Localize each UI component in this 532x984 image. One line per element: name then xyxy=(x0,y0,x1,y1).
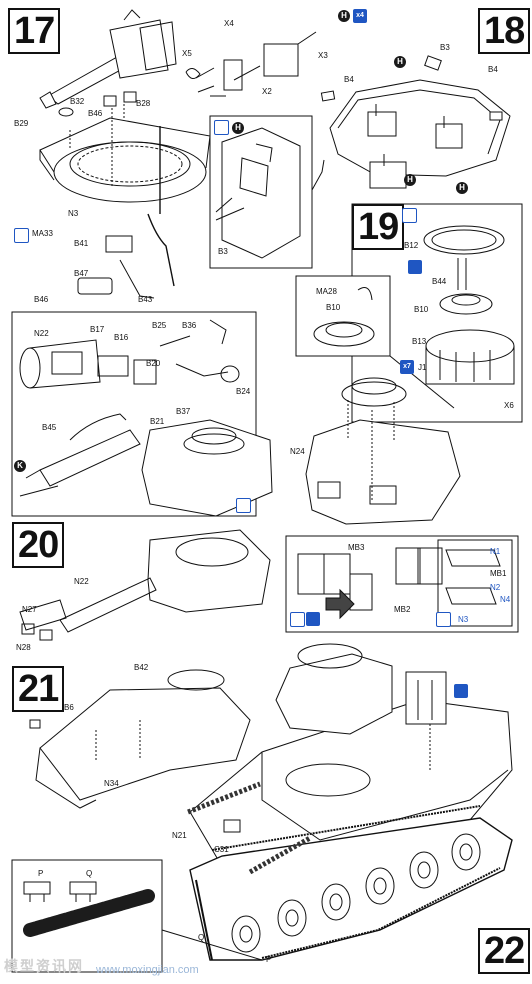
part-label: B45 xyxy=(42,423,57,432)
part-label: B12 xyxy=(404,241,419,250)
watermark-url: www.moxingjian.com xyxy=(96,964,199,976)
h-circle-icon: H xyxy=(404,174,416,186)
watermark-text: 模型资讯网 xyxy=(4,958,84,974)
paint-icon xyxy=(306,612,320,626)
part-label: N1 xyxy=(490,547,501,556)
part-label: N28 xyxy=(16,643,31,652)
step-number-22: 22 xyxy=(478,928,531,974)
part-label: B32 xyxy=(70,97,85,106)
h-circle-icon: H xyxy=(394,56,406,68)
part-label: B21 xyxy=(150,417,165,426)
part-label: B4 xyxy=(488,65,498,74)
glue-icon xyxy=(214,120,229,135)
step17-inset xyxy=(209,115,325,269)
part-label: P xyxy=(266,955,272,964)
step18-drawing xyxy=(320,55,511,189)
part-label: P xyxy=(38,869,44,878)
step-number-21: 21 xyxy=(12,666,65,712)
part-label: N3 xyxy=(68,209,79,218)
part-label: B42 xyxy=(134,663,149,672)
part-label: B28 xyxy=(136,99,151,108)
part-label: MB3 xyxy=(348,543,365,552)
part-label: X4 xyxy=(224,19,234,28)
glue-icon xyxy=(14,228,29,243)
part-label: B29 xyxy=(14,119,29,128)
count-x4-badge: x4 xyxy=(353,9,367,23)
part-label: MA28 xyxy=(316,287,337,296)
part-label: N22 xyxy=(34,329,49,338)
part-label: X3 xyxy=(318,51,328,60)
part-label: B17 xyxy=(90,325,105,334)
part-label: B4 xyxy=(344,75,354,84)
part-label: B46 xyxy=(34,295,49,304)
step-number-18: 18 xyxy=(478,8,531,54)
part-label: B43 xyxy=(138,295,153,304)
part-label: N3 xyxy=(458,615,469,624)
step-number-17: 17 xyxy=(8,8,61,54)
paint-icon xyxy=(408,260,422,274)
count-x7-badge: x7 xyxy=(400,360,414,374)
h-circle-icon: H xyxy=(232,122,244,134)
part-label: B6 xyxy=(64,703,74,712)
part-label: X6 xyxy=(504,401,514,410)
part-label: Q xyxy=(86,869,93,878)
part-label: B24 xyxy=(236,387,251,396)
part-label: Q xyxy=(198,933,205,942)
part-label: N2 xyxy=(490,583,501,592)
part-label: B37 xyxy=(176,407,191,416)
part-label: MA33 xyxy=(32,229,53,238)
step20-drawing xyxy=(11,311,519,641)
part-label: B13 xyxy=(412,337,427,346)
step-number-19: 19 xyxy=(352,204,405,250)
part-label: B3 xyxy=(440,43,450,52)
part-label: B36 xyxy=(182,321,197,330)
h-circle-icon: H xyxy=(338,10,350,22)
k-circle-icon: K xyxy=(14,460,26,472)
part-label: B16 xyxy=(114,333,129,342)
step-number-20: 20 xyxy=(12,522,65,568)
glue-icon xyxy=(236,498,251,513)
part-label: B20 xyxy=(146,359,161,368)
glue-icon xyxy=(402,208,417,223)
part-label: B10 xyxy=(414,305,429,314)
part-label: B25 xyxy=(152,321,167,330)
part-label: N21 xyxy=(172,831,187,840)
part-label: B10 xyxy=(326,303,341,312)
step22-drawing xyxy=(11,643,513,973)
step21-drawing xyxy=(29,669,251,809)
part-label: B41 xyxy=(74,239,89,248)
part-label: B44 xyxy=(432,277,447,286)
part-label: B3 xyxy=(218,247,228,256)
part-label: X5 xyxy=(182,49,192,58)
part-label: J1 xyxy=(418,363,427,372)
part-label: B46 xyxy=(88,109,103,118)
h-circle-icon: H xyxy=(456,182,468,194)
part-label: N27 xyxy=(22,605,37,614)
part-label: N4 xyxy=(500,595,511,604)
glue-icon xyxy=(436,612,451,627)
part-label: B47 xyxy=(74,269,89,278)
step19-drawing xyxy=(295,203,523,423)
part-label: N22 xyxy=(74,577,89,586)
part-label: N34 xyxy=(104,779,119,788)
part-label: X2 xyxy=(262,87,272,96)
part-label: C31 xyxy=(214,845,229,854)
part-label: MB1 xyxy=(490,569,507,578)
part-label: N24 xyxy=(290,447,305,456)
paint-icon xyxy=(454,684,468,698)
part-label: MB2 xyxy=(394,605,411,614)
step17-drawing xyxy=(39,9,317,299)
glue-icon xyxy=(290,612,305,627)
